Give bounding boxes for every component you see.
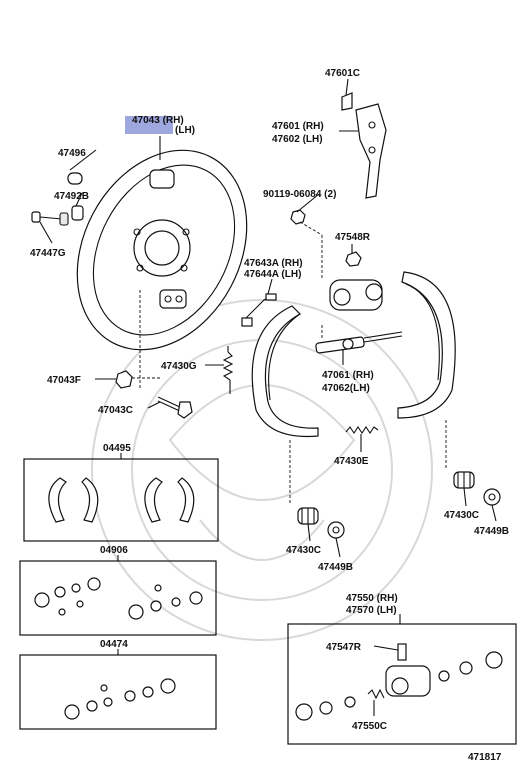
spring-47430e[interactable] [345,426,379,434]
label-47447g[interactable]: 47447G [30,248,66,259]
cup-47449b-right[interactable] [483,488,501,506]
strut-47643a[interactable] [241,293,277,327]
label-47602-lh[interactable]: 47602 (LH) [272,134,323,145]
label-47043-lh[interactable]: (LH) [175,125,195,136]
label-47062[interactable]: 47062(LH) [322,383,370,394]
kit-box-04906[interactable] [19,560,217,636]
diagram-number: 471817 [468,752,502,763]
brake-shoe-left[interactable] [251,305,319,438]
highlight-47043 [125,116,173,134]
label-47430g[interactable]: 47430G [161,361,197,372]
nut-47043f[interactable] [115,370,133,389]
plug-47496[interactable] [67,172,83,185]
backing-plate[interactable] [44,121,280,380]
part-labels: 47601C 47601 (RH) 47602 (LH) 47043 (RH) … [30,68,509,763]
adjuster-47061[interactable] [315,331,403,354]
label-47043f[interactable]: 47043F [47,375,81,386]
label-47449b-left[interactable]: 47449B [318,562,353,573]
bolt-47447g[interactable] [31,211,69,226]
label-47043c[interactable]: 47043C [98,405,133,416]
label-47548r[interactable]: 47548R [335,232,371,243]
label-47496[interactable]: 47496 [58,148,86,159]
label-47449b-right[interactable]: 47449B [474,526,509,537]
label-47492b[interactable]: 47492B [54,191,89,202]
kit-box-04474[interactable] [19,654,217,730]
leader-lines [39,78,497,716]
brake-shoe-right[interactable] [397,271,456,419]
plug-47492b[interactable] [71,205,84,221]
parking-brake-lever[interactable] [355,103,387,199]
bolt-47043c[interactable] [157,396,193,419]
label-47550-rh[interactable]: 47550 (RH) [346,593,398,604]
label-47601c[interactable]: 47601C [325,68,360,79]
label-47550c[interactable]: 47550C [352,721,387,732]
label-47643a[interactable]: 47643A (RH) [244,258,303,269]
label-47547r[interactable]: 47547R [326,642,362,653]
label-47644a[interactable]: 47644A (LH) [244,269,301,280]
label-47570-lh[interactable]: 47570 (LH) [346,605,397,616]
wheel-cylinder[interactable] [329,279,383,311]
label-47043-rh[interactable]: 47043 (RH) [132,115,184,126]
label-47430c-left[interactable]: 47430C [286,545,321,556]
spring-47430c-left[interactable] [297,507,319,525]
label-04906[interactable]: 04906 [100,545,128,556]
spring-47430g[interactable] [222,346,234,394]
label-47430e[interactable]: 47430E [334,456,369,467]
bleeder-47548r[interactable] [345,251,362,267]
clip-47601c[interactable] [341,92,353,111]
label-47061[interactable]: 47061 (RH) [322,370,374,381]
shoe-kit-box-04495[interactable] [23,458,219,542]
cup-47449b-left[interactable] [327,521,345,539]
label-90119[interactable]: 90119-06084 (2) [263,189,336,200]
label-04495[interactable]: 04495 [103,443,131,454]
label-04474[interactable]: 04474 [100,639,128,650]
label-47601-rh[interactable]: 47601 (RH) [272,121,324,132]
label-47430c-right[interactable]: 47430C [444,510,479,521]
wheel-cylinder-kit-box[interactable] [287,623,517,745]
spring-47430c-right[interactable] [453,471,475,489]
